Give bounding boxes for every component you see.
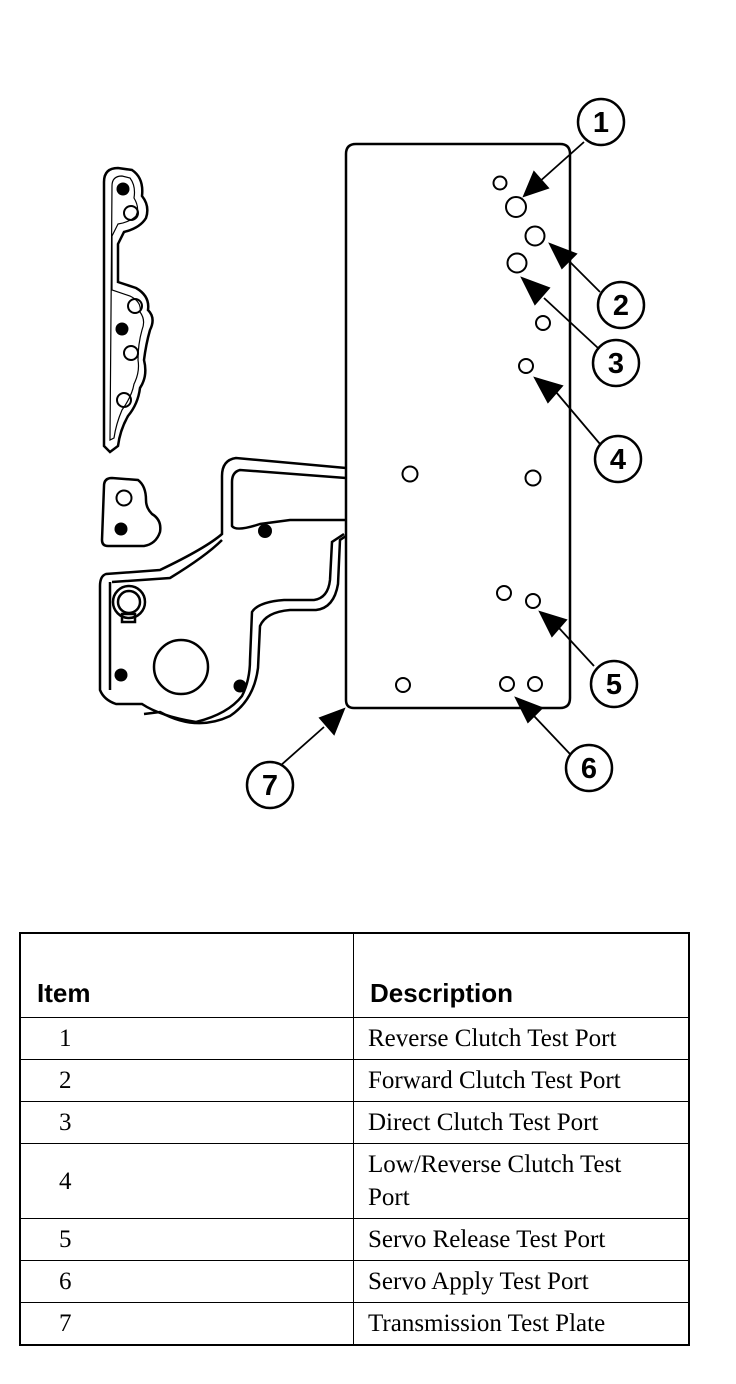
callout-2: 2 [596, 280, 646, 330]
item-description: Forward Clutch Test Port [353, 1059, 690, 1102]
plate-hole [524, 469, 542, 487]
item-number: 4 [19, 1143, 354, 1219]
reverse-clutch-port [505, 196, 527, 218]
legend-row: 4 Low/Reverse Clutch Test Port [19, 1143, 690, 1219]
gasket-hole-filled [233, 679, 247, 693]
item-number: 2 [19, 1059, 354, 1102]
plate-hole [496, 585, 512, 601]
svg-text:5: 5 [606, 669, 622, 701]
transmission-test-plate-diagram: 1 2 3 4 5 6 7 [98, 97, 646, 810]
item-description: Transmission Test Plate [353, 1302, 690, 1346]
svg-text:6: 6 [581, 753, 597, 785]
item-description: Reverse Clutch Test Port [353, 1017, 690, 1060]
low-reverse-clutch-port [518, 358, 534, 374]
item-description: Direct Clutch Test Port [353, 1101, 690, 1144]
legend-row: 5 Servo Release Test Port [19, 1218, 690, 1261]
svg-text:1: 1 [593, 107, 609, 139]
legend-row: 7 Transmission Test Plate [19, 1302, 690, 1346]
legend-row: 6 Servo Apply Test Port [19, 1260, 690, 1303]
gasket-hole-open [127, 298, 143, 314]
svg-text:4: 4 [610, 444, 626, 476]
item-description: Servo Apply Test Port [353, 1260, 690, 1303]
item-number: 5 [19, 1218, 354, 1261]
gasket-hole-open [115, 489, 133, 507]
direct-clutch-port [506, 252, 528, 274]
callout-leaders [279, 141, 601, 767]
gasket-hole-open [123, 205, 139, 221]
plate-hole [401, 465, 419, 483]
callout-6: 6 [564, 743, 614, 793]
gasket-hole-filled [116, 182, 130, 196]
gasket-hole-open [123, 345, 139, 361]
description-column-header: Description [353, 932, 690, 1018]
callout-5: 5 [589, 659, 639, 709]
plate-holes [395, 175, 551, 693]
gasket-hole-filled [258, 524, 272, 538]
callout-3: 3 [591, 338, 641, 388]
legend-row: 1 Reverse Clutch Test Port [19, 1017, 690, 1060]
gasket-hole-filled [115, 322, 129, 336]
item-number: 7 [19, 1302, 354, 1346]
forward-clutch-port [524, 225, 546, 247]
lower-gasket [98, 456, 347, 725]
servo-apply-port [527, 676, 543, 692]
item-number: 6 [19, 1260, 354, 1303]
callout-4: 4 [593, 434, 643, 484]
gasket-large-bore [152, 638, 210, 696]
item-column-header: Item [19, 932, 354, 1018]
svg-text:7: 7 [262, 770, 278, 802]
gasket-hole-open [116, 392, 132, 408]
gasket-hole-filled [114, 668, 128, 682]
legend-header-row: Item Description [19, 932, 690, 1018]
legend-table: Item Description 1 Reverse Clutch Test P… [19, 932, 690, 1346]
plate-hole [535, 315, 551, 331]
item-number: 3 [19, 1101, 354, 1144]
item-description: Servo Release Test Port [353, 1218, 690, 1261]
legend-row: 2 Forward Clutch Test Port [19, 1059, 690, 1102]
plate-hole [492, 175, 508, 191]
plate-hole [395, 677, 411, 693]
gasket-hole-filled [114, 522, 128, 536]
callout-7: 7 [245, 760, 295, 810]
legend-row: 3 Direct Clutch Test Port [19, 1101, 690, 1144]
item-description: Low/Reverse Clutch Test Port [353, 1143, 690, 1219]
callout-1: 1 [576, 97, 626, 147]
item-number: 1 [19, 1017, 354, 1060]
gasket-fitting [111, 584, 147, 624]
servo-release-port [525, 593, 541, 609]
svg-text:2: 2 [613, 290, 629, 322]
plate-hole [499, 676, 515, 692]
transmission-test-plate [344, 142, 572, 710]
small-gasket-block [100, 476, 162, 548]
svg-text:3: 3 [608, 348, 624, 380]
